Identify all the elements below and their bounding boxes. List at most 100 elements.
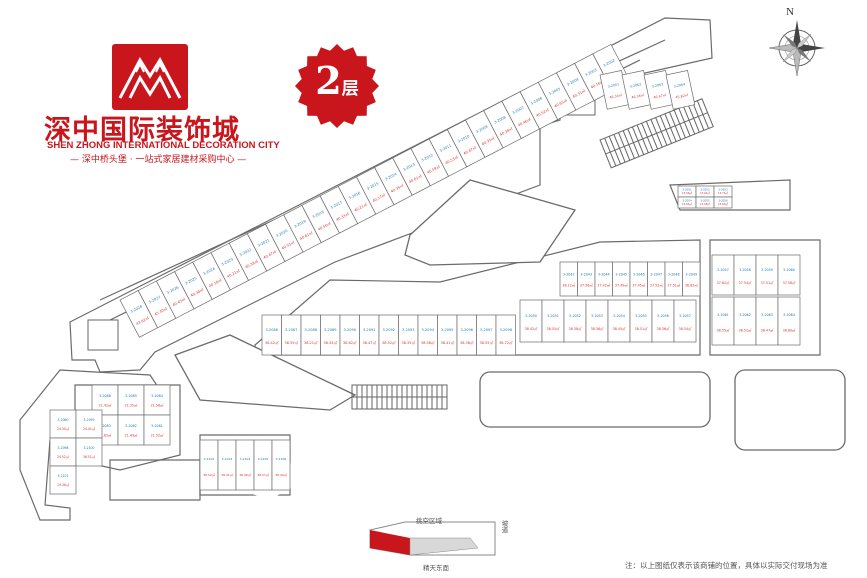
unit-area: 45.82㎡ xyxy=(675,92,689,100)
unit-area: 43.62㎡ xyxy=(135,315,150,326)
unit-area: 40.47㎡ xyxy=(262,249,277,260)
unit-id: 3-2051 xyxy=(547,314,559,318)
unit-id: 3-2086 xyxy=(266,328,278,332)
unit-area: 37.56㎡ xyxy=(580,282,593,287)
unit-area: 40.46㎡ xyxy=(517,116,532,127)
unit-id: 3-2048 xyxy=(668,273,680,277)
unit-id: 3-2097 xyxy=(480,328,492,332)
unit-id: 3-2088 xyxy=(305,328,317,332)
unit-id: 3-2082 xyxy=(125,424,137,428)
unit-cell[interactable]: 3-2098 24.52㎡ xyxy=(49,437,77,467)
unit-id: 3-2061 xyxy=(717,313,729,317)
floor-seal-icon xyxy=(295,44,379,128)
unit-id: 3-2024 xyxy=(203,266,217,276)
unit-id: 3-2027 xyxy=(148,295,161,304)
unit-area: 38.12㎡ xyxy=(562,282,575,287)
unit-id: 3-2016 xyxy=(348,191,362,201)
unit-id: 3-2098 xyxy=(500,328,512,332)
unit-area: 21.62㎡ xyxy=(99,433,112,438)
unit-area: 40.38㎡ xyxy=(244,258,259,269)
unit-area: 37.62㎡ xyxy=(717,280,730,285)
unit-id: 3-2094 xyxy=(422,328,435,332)
unit-area: 38.58㎡ xyxy=(421,340,435,345)
unit-id: 3-2028 xyxy=(130,304,144,314)
unit-cell[interactable]: 3-2091 38.47㎡ xyxy=(359,314,380,356)
unit-id: 3-2063 xyxy=(761,313,773,317)
unit-area: 38.52㎡ xyxy=(739,328,752,333)
floor-number: 2 xyxy=(315,58,342,103)
unit-area: 38.72㎡ xyxy=(499,340,513,345)
unit-cell[interactable]: 3-2098 38.72㎡ xyxy=(495,314,516,356)
unit-cell[interactable]: 3-2094 38.58㎡ xyxy=(417,314,438,356)
unit-area: 24.52㎡ xyxy=(57,454,70,459)
unit-id: 3-2098 xyxy=(58,446,69,450)
unit-area: 37.49㎡ xyxy=(615,282,628,287)
unit-id: 3-2055 xyxy=(700,198,710,202)
unit-id: 3-2091 xyxy=(363,328,375,332)
unit-id: 3-2055 xyxy=(635,314,647,318)
unit-id: 3-2090 xyxy=(344,328,356,332)
unit-area: 38.47㎡ xyxy=(362,340,376,345)
brand-name-cn: 深中国际装饰城 xyxy=(44,115,240,146)
unit-area: 24.41㎡ xyxy=(83,426,96,431)
